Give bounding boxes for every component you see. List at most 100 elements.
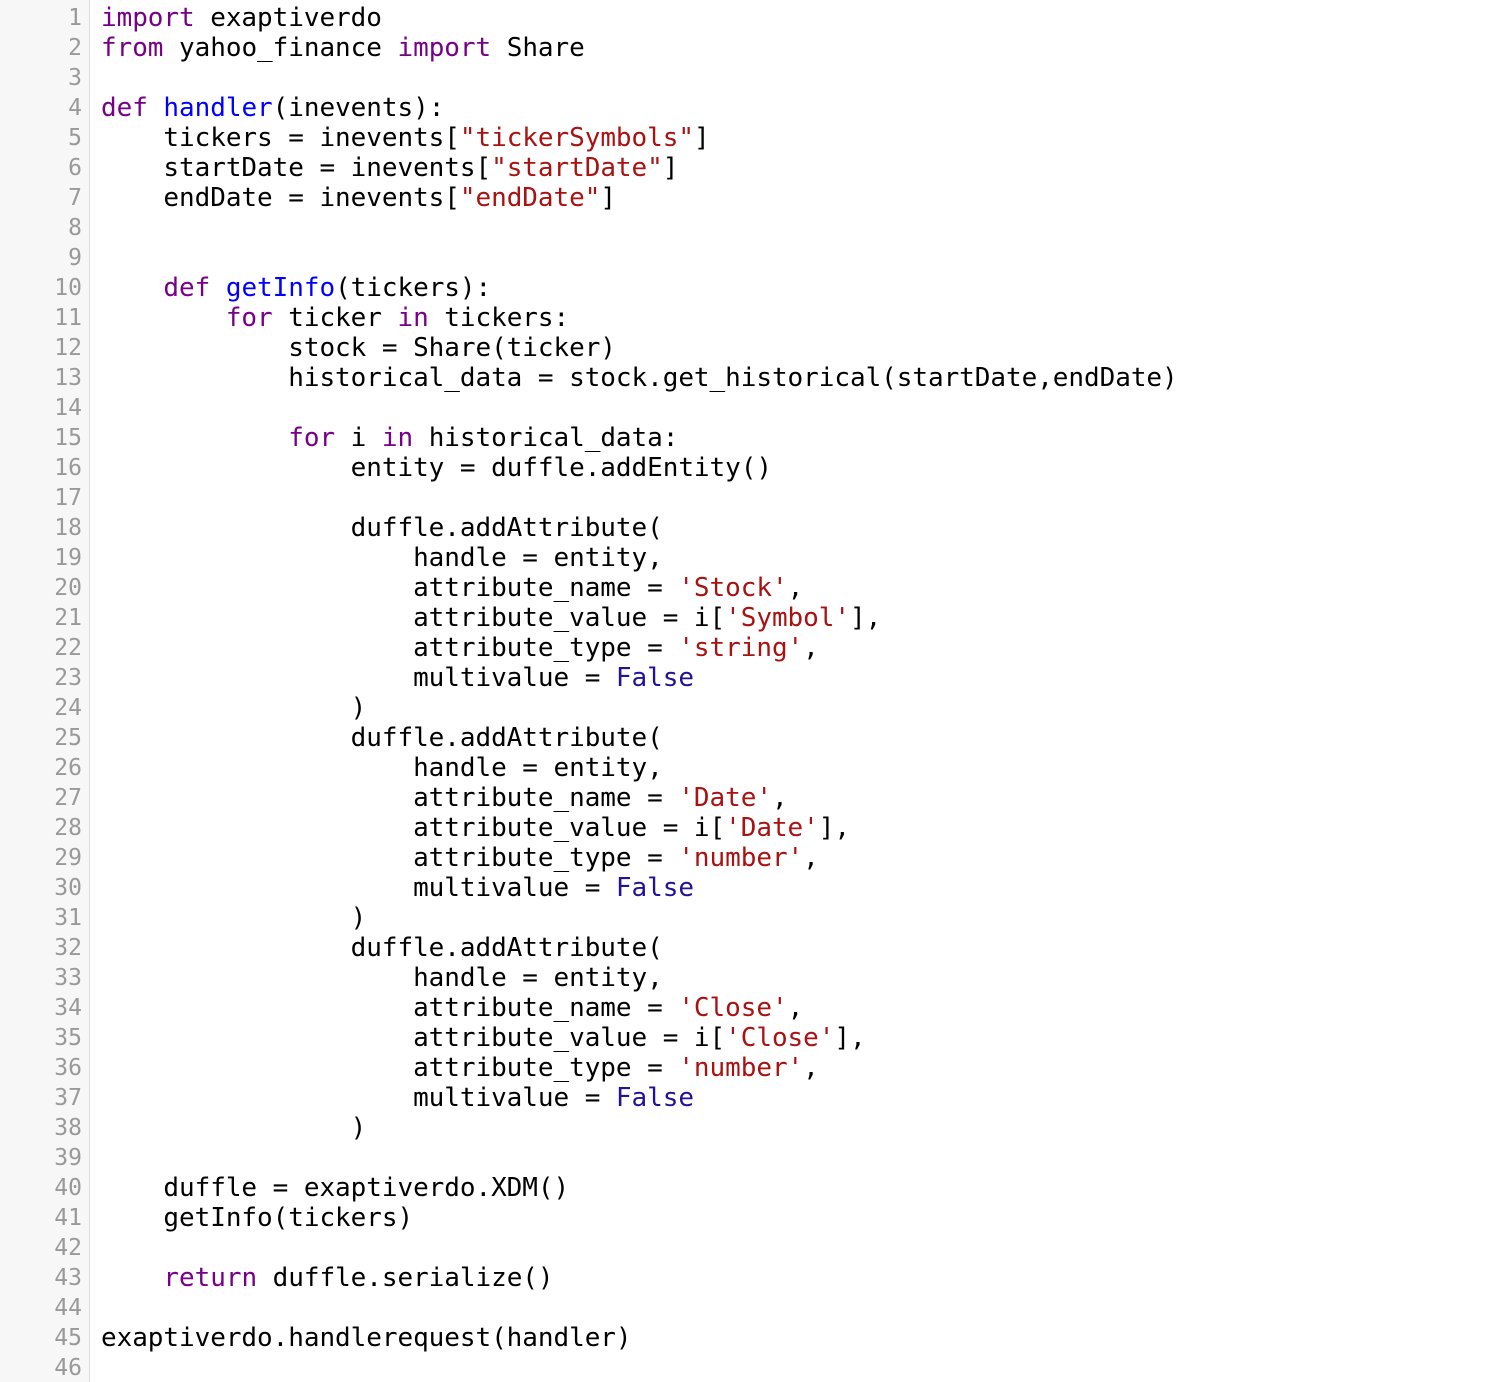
- line-code: from yahoo_finance import Share: [101, 33, 585, 63]
- code-line[interactable]: 8: [0, 213, 1500, 243]
- code-line[interactable]: 37 multivalue = False: [0, 1083, 1500, 1113]
- token-text: historical_data = stock.get_historical(s…: [101, 363, 1178, 393]
- line-number: 44: [54, 1295, 82, 1321]
- code-line[interactable]: 29 attribute_type = 'number',: [0, 843, 1500, 873]
- code-line[interactable]: 19 handle = entity,: [0, 543, 1500, 573]
- line-number: 40: [54, 1175, 82, 1201]
- line-code: attribute_value = i['Date'],: [101, 813, 850, 843]
- code-line[interactable]: 18 duffle.addAttribute(: [0, 513, 1500, 543]
- code-line[interactable]: 20 attribute_name = 'Stock',: [0, 573, 1500, 603]
- line-number: 15: [54, 425, 82, 451]
- token-text: duffle.addAttribute(: [101, 933, 663, 963]
- line-number: 26: [54, 755, 82, 781]
- code-line[interactable]: 34 attribute_name = 'Close',: [0, 993, 1500, 1023]
- line-code: endDate = inevents["endDate"]: [101, 183, 616, 213]
- token-text: attribute_type =: [101, 1053, 679, 1083]
- line-number-gutter: [0, 0, 90, 1382]
- token-text: handle = entity,: [101, 963, 663, 993]
- code-line[interactable]: 40 duffle = exaptiverdo.XDM(): [0, 1173, 1500, 1203]
- token-kw: in: [397, 303, 429, 333]
- code-line[interactable]: 5 tickers = inevents["tickerSymbols"]: [0, 123, 1500, 153]
- code-line[interactable]: 15 for i in historical_data:: [0, 423, 1500, 453]
- line-number: 45: [54, 1325, 82, 1351]
- code-line[interactable]: 10 def getInfo(tickers):: [0, 273, 1500, 303]
- code-line[interactable]: 23 multivalue = False: [0, 663, 1500, 693]
- code-line[interactable]: 43 return duffle.serialize(): [0, 1263, 1500, 1293]
- code-line[interactable]: 39: [0, 1143, 1500, 1173]
- code-line[interactable]: 27 attribute_name = 'Date',: [0, 783, 1500, 813]
- line-number: 18: [54, 515, 82, 541]
- code-line[interactable]: 3: [0, 63, 1500, 93]
- line-code: ): [101, 903, 367, 933]
- line-code: attribute_value = i['Close'],: [101, 1023, 866, 1053]
- code-line[interactable]: 21 attribute_value = i['Symbol'],: [0, 603, 1500, 633]
- code-line[interactable]: 30 multivalue = False: [0, 873, 1500, 903]
- line-number: 22: [54, 635, 82, 661]
- line-number: 12: [54, 335, 82, 361]
- token-atom: False: [615, 873, 694, 903]
- token-text: duffle.serialize(): [257, 1263, 554, 1293]
- token-text: ,: [787, 993, 804, 1023]
- code-line[interactable]: 25 duffle.addAttribute(: [0, 723, 1500, 753]
- line-number: 1: [68, 5, 82, 31]
- code-line[interactable]: 28 attribute_value = i['Date'],: [0, 813, 1500, 843]
- code-line[interactable]: 9: [0, 243, 1500, 273]
- code-line[interactable]: 17: [0, 483, 1500, 513]
- token-text: ]: [693, 123, 710, 153]
- line-number: 37: [54, 1085, 82, 1111]
- code-line[interactable]: 46: [0, 1353, 1500, 1382]
- code-line[interactable]: 41 getInfo(tickers): [0, 1203, 1500, 1233]
- code-line[interactable]: 14: [0, 393, 1500, 423]
- token-kw: in: [381, 423, 414, 453]
- token-str: 'Date': [725, 813, 819, 843]
- line-number: 43: [54, 1265, 82, 1291]
- line-number: 6: [68, 155, 82, 181]
- code-line[interactable]: 36 attribute_type = 'number',: [0, 1053, 1500, 1083]
- code-line[interactable]: 24 ): [0, 693, 1500, 723]
- token-str: 'Close': [725, 1023, 835, 1053]
- code-line[interactable]: 12 stock = Share(ticker): [0, 333, 1500, 363]
- code-line[interactable]: 31 ): [0, 903, 1500, 933]
- code-line[interactable]: 26 handle = entity,: [0, 753, 1500, 783]
- token-text: ,: [771, 783, 788, 813]
- code-line[interactable]: 38 ): [0, 1113, 1500, 1143]
- line-code: historical_data = stock.get_historical(s…: [101, 363, 1178, 393]
- line-number: 39: [54, 1145, 82, 1171]
- line-code: attribute_name = 'Close',: [101, 993, 803, 1023]
- line-number: 32: [54, 935, 82, 961]
- code-line[interactable]: 33 handle = entity,: [0, 963, 1500, 993]
- token-str: "tickerSymbols": [459, 123, 694, 153]
- line-number: 7: [68, 185, 82, 211]
- line-code: duffle.addAttribute(: [101, 513, 663, 543]
- code-line[interactable]: 44: [0, 1293, 1500, 1323]
- code-line[interactable]: 35 attribute_value = i['Close'],: [0, 1023, 1500, 1053]
- code-line[interactable]: 42: [0, 1233, 1500, 1263]
- code-line[interactable]: 6 startDate = inevents["startDate"]: [0, 153, 1500, 183]
- token-text: endDate = inevents[: [101, 183, 460, 213]
- token-text: handle = entity,: [101, 543, 663, 573]
- line-number: 42: [54, 1235, 82, 1261]
- token-text: attribute_name =: [101, 993, 679, 1023]
- code-line[interactable]: 7 endDate = inevents["endDate"]: [0, 183, 1500, 213]
- code-line[interactable]: 32 duffle.addAttribute(: [0, 933, 1500, 963]
- token-text: ],: [834, 1023, 866, 1053]
- code-line[interactable]: 22 attribute_type = 'string',: [0, 633, 1500, 663]
- line-code: multivalue = False: [101, 873, 694, 903]
- code-line[interactable]: 16 entity = duffle.addEntity(): [0, 453, 1500, 483]
- code-line[interactable]: 11 for ticker in tickers:: [0, 303, 1500, 333]
- token-text: ],: [849, 603, 882, 633]
- token-text: attribute_name =: [101, 573, 679, 603]
- token-kw: return: [163, 1263, 258, 1293]
- token-text: (tickers):: [335, 273, 492, 303]
- code-line[interactable]: 13 historical_data = stock.get_historica…: [0, 363, 1500, 393]
- token-text: ,: [803, 1053, 819, 1083]
- line-code: duffle = exaptiverdo.XDM(): [101, 1173, 569, 1203]
- token-text: exaptiverdo: [194, 3, 382, 33]
- token-text: multivalue =: [101, 1083, 616, 1113]
